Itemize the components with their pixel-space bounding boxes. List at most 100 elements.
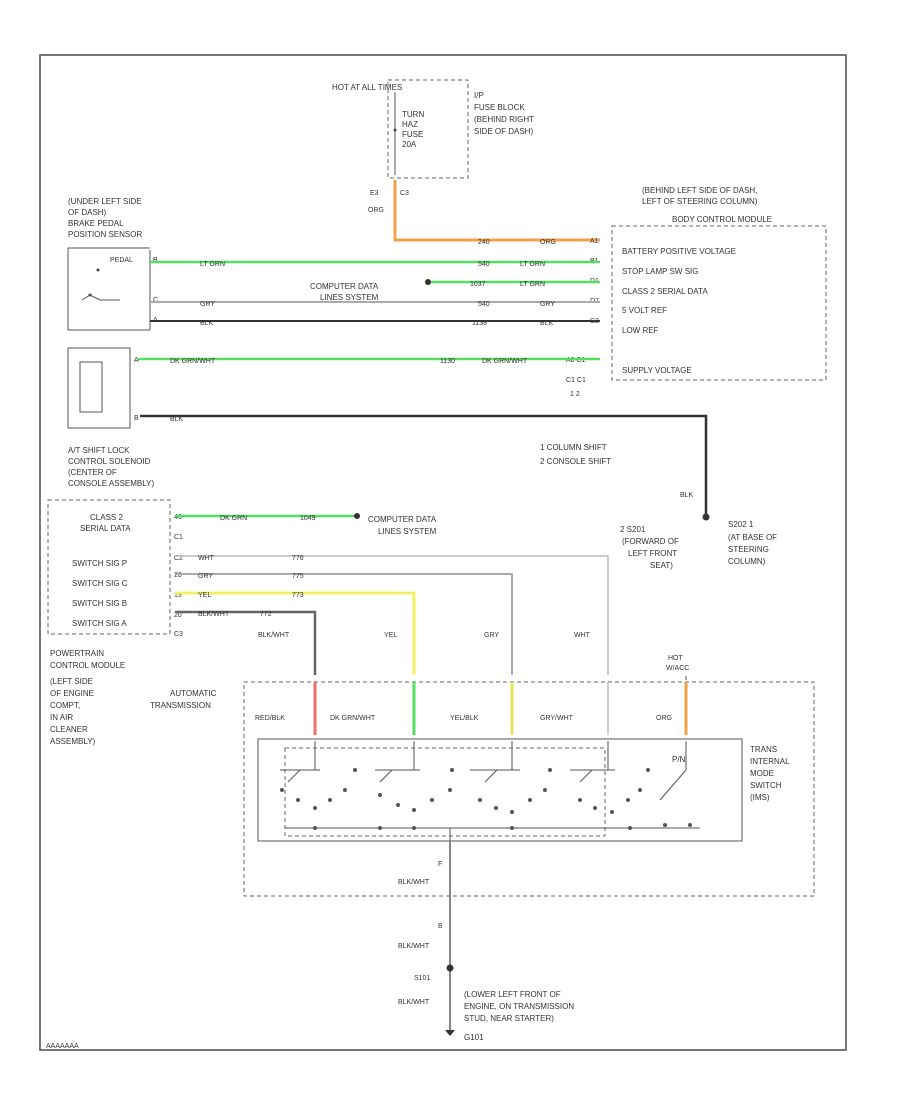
solenoid-outline <box>67 347 131 429</box>
ims-switch-inner <box>284 747 606 837</box>
hot-at-all-times-label: HOT AT ALL TIMES <box>332 83 402 92</box>
pn-label: P/N <box>672 755 686 764</box>
brake-sensor-label-4: POSITION SENSOR <box>68 230 142 239</box>
diagram-id: AAAAAAA <box>46 1043 79 1050</box>
trans-wire-org: ORG <box>656 715 672 722</box>
solenoid-pin-b: B <box>134 415 139 422</box>
brake-sensor-contact-1 <box>96 268 100 272</box>
fuse-label-3: FUSE <box>402 130 423 139</box>
pcm-name-1: POWERTRAIN <box>50 649 104 658</box>
pcm-conn-c2: C2 <box>174 555 183 562</box>
trans-wire-redblk: RED/BLK <box>255 715 285 722</box>
gnd-label-3: STUD, NEAR STARTER) <box>464 1014 554 1023</box>
wire-w6-left: DK GRN/WHT <box>170 358 216 365</box>
fuse-block-label-4: SIDE OF DASH) <box>474 127 533 136</box>
cdls2-label-1: COMPUTER DATA <box>368 515 437 524</box>
cdls1-label-1: COMPUTER DATA <box>310 282 379 291</box>
wire-w6-code: 1130 <box>440 358 455 365</box>
wire-w2-code: 1037 <box>470 281 486 288</box>
bcm-location-1: (BEHIND LEFT SIDE OF DASH, <box>642 186 757 195</box>
wire-w1-left: LT GRN <box>200 261 225 268</box>
pcm-pin-2: 20 <box>174 572 182 579</box>
pcm-conn-c3: C3 <box>174 631 183 638</box>
wire-w4-left: BLK <box>200 320 214 327</box>
s202-label-2: (AT BASE OF <box>728 533 777 542</box>
fuse-label-2: HAZ <box>402 120 418 129</box>
solenoid-pin-a: A <box>134 357 139 364</box>
bcm-row-5: LOW REF <box>622 326 659 335</box>
fuse-label-1: TURN <box>402 110 424 119</box>
gnd-pin-f: F <box>438 861 442 868</box>
wire-w3-code: 540 <box>478 301 490 308</box>
bcm-name: BODY CONTROL MODULE <box>672 215 772 224</box>
pcm-wire-gry: GRY <box>198 573 213 580</box>
wire-blk-label: BLK <box>170 416 184 423</box>
pcm-wire-dkgrn: DK GRN <box>220 515 247 522</box>
gnd-pin-b: B <box>438 923 443 930</box>
pcm-row-4: SWITCH SIG C <box>72 579 128 588</box>
brake-sensor-label-2: OF DASH) <box>68 208 107 217</box>
brake-sensor-label-3: BRAKE PEDAL <box>68 219 124 228</box>
wire-w1-code: 540 <box>478 261 490 268</box>
fuse-block-label-2: FUSE BLOCK <box>474 103 525 112</box>
bcm-row-2: STOP LAMP SW SIG <box>622 267 698 276</box>
pcm-wire-772: 772 <box>260 611 272 618</box>
switch-contacts <box>280 741 692 830</box>
gnd-splice: S101 <box>414 975 430 982</box>
trans-label-2: TRANSMISSION <box>150 701 211 710</box>
gnd-wire-1: BLK/WHT <box>398 879 430 886</box>
brake-sensor-pin-b: B <box>153 257 158 264</box>
legend-2: 2 CONSOLE SHIFT <box>540 457 611 466</box>
ground-symbol <box>445 1030 455 1036</box>
pcm-wire-776: 776 <box>292 555 304 562</box>
bcm-outline <box>611 225 827 381</box>
vwire-yel: YEL <box>384 632 397 639</box>
bcm-bottom-2: 1 2 <box>570 391 580 398</box>
pcm-wire-blkwht: BLK/WHT <box>198 611 230 618</box>
pcm-wire-1049: 1049 <box>300 515 316 522</box>
fuse-block-outline <box>387 79 469 179</box>
gnd-label-1: (LOWER LEFT FRONT OF <box>464 990 561 999</box>
pcm-row-2: SERIAL DATA <box>80 524 131 533</box>
gnd-wire-3: BLK/WHT <box>398 999 430 1006</box>
wire-w3-color: GRY <box>540 301 555 308</box>
cdls1-label-2: LINES SYSTEM <box>320 293 379 302</box>
pcm-row-5: SWITCH SIG B <box>72 599 127 608</box>
bcm-pin-6: A8 C1 <box>566 357 586 364</box>
pcm-name-7: CLEANER <box>50 725 88 734</box>
vwire-blkwht: BLK/WHT <box>258 632 290 639</box>
bcm-pin-1: A1 <box>590 238 599 245</box>
fuse-wire: ORG <box>368 207 384 214</box>
wire-gry <box>175 573 513 675</box>
gnd-label-4: G101 <box>464 1033 484 1042</box>
ims-label-4: SWITCH <box>750 781 782 790</box>
hot-wacc-1: HOT <box>668 655 684 662</box>
pcm-wire-773: 773 <box>292 592 304 599</box>
s202-label-4: COLUMN) <box>728 557 766 566</box>
solenoid-label-3: (CENTER OF <box>68 468 117 477</box>
bcm-location-2: LEFT OF STEERING COLUMN) <box>642 197 758 206</box>
solenoid-label-1: A/T SHIFT LOCK <box>68 446 130 455</box>
fuse-node <box>393 128 397 132</box>
cdls2-label-2: LINES SYSTEM <box>378 527 437 536</box>
wire-bat-color: ORG <box>540 239 556 246</box>
s201-label-4: SEAT) <box>650 561 673 570</box>
ims-switch-box <box>257 738 743 842</box>
pcm-row-3: SWITCH SIG P <box>72 559 127 568</box>
ims-label-1: TRANS <box>750 745 777 754</box>
wire-w1-color: LT GRN <box>520 261 545 268</box>
diagram-frame <box>39 54 847 1051</box>
pcm-name-4: OF ENGINE <box>50 689 94 698</box>
trans-label-1: AUTOMATIC <box>170 689 217 698</box>
hot-wacc-2: W/ACC <box>666 665 689 672</box>
fuse-conn: C3 <box>400 190 409 197</box>
splice-s101 <box>446 964 454 972</box>
wire-bat-code: 240 <box>478 239 490 246</box>
pcm-outline <box>47 499 171 635</box>
fuse-label-4: 20A <box>402 140 417 149</box>
pcm-name-5: COMPT, <box>50 701 80 710</box>
ims-label-2: INTERNAL <box>750 757 790 766</box>
wire-blk-ground <box>140 414 708 515</box>
vwire-wht: WHT <box>574 632 591 639</box>
